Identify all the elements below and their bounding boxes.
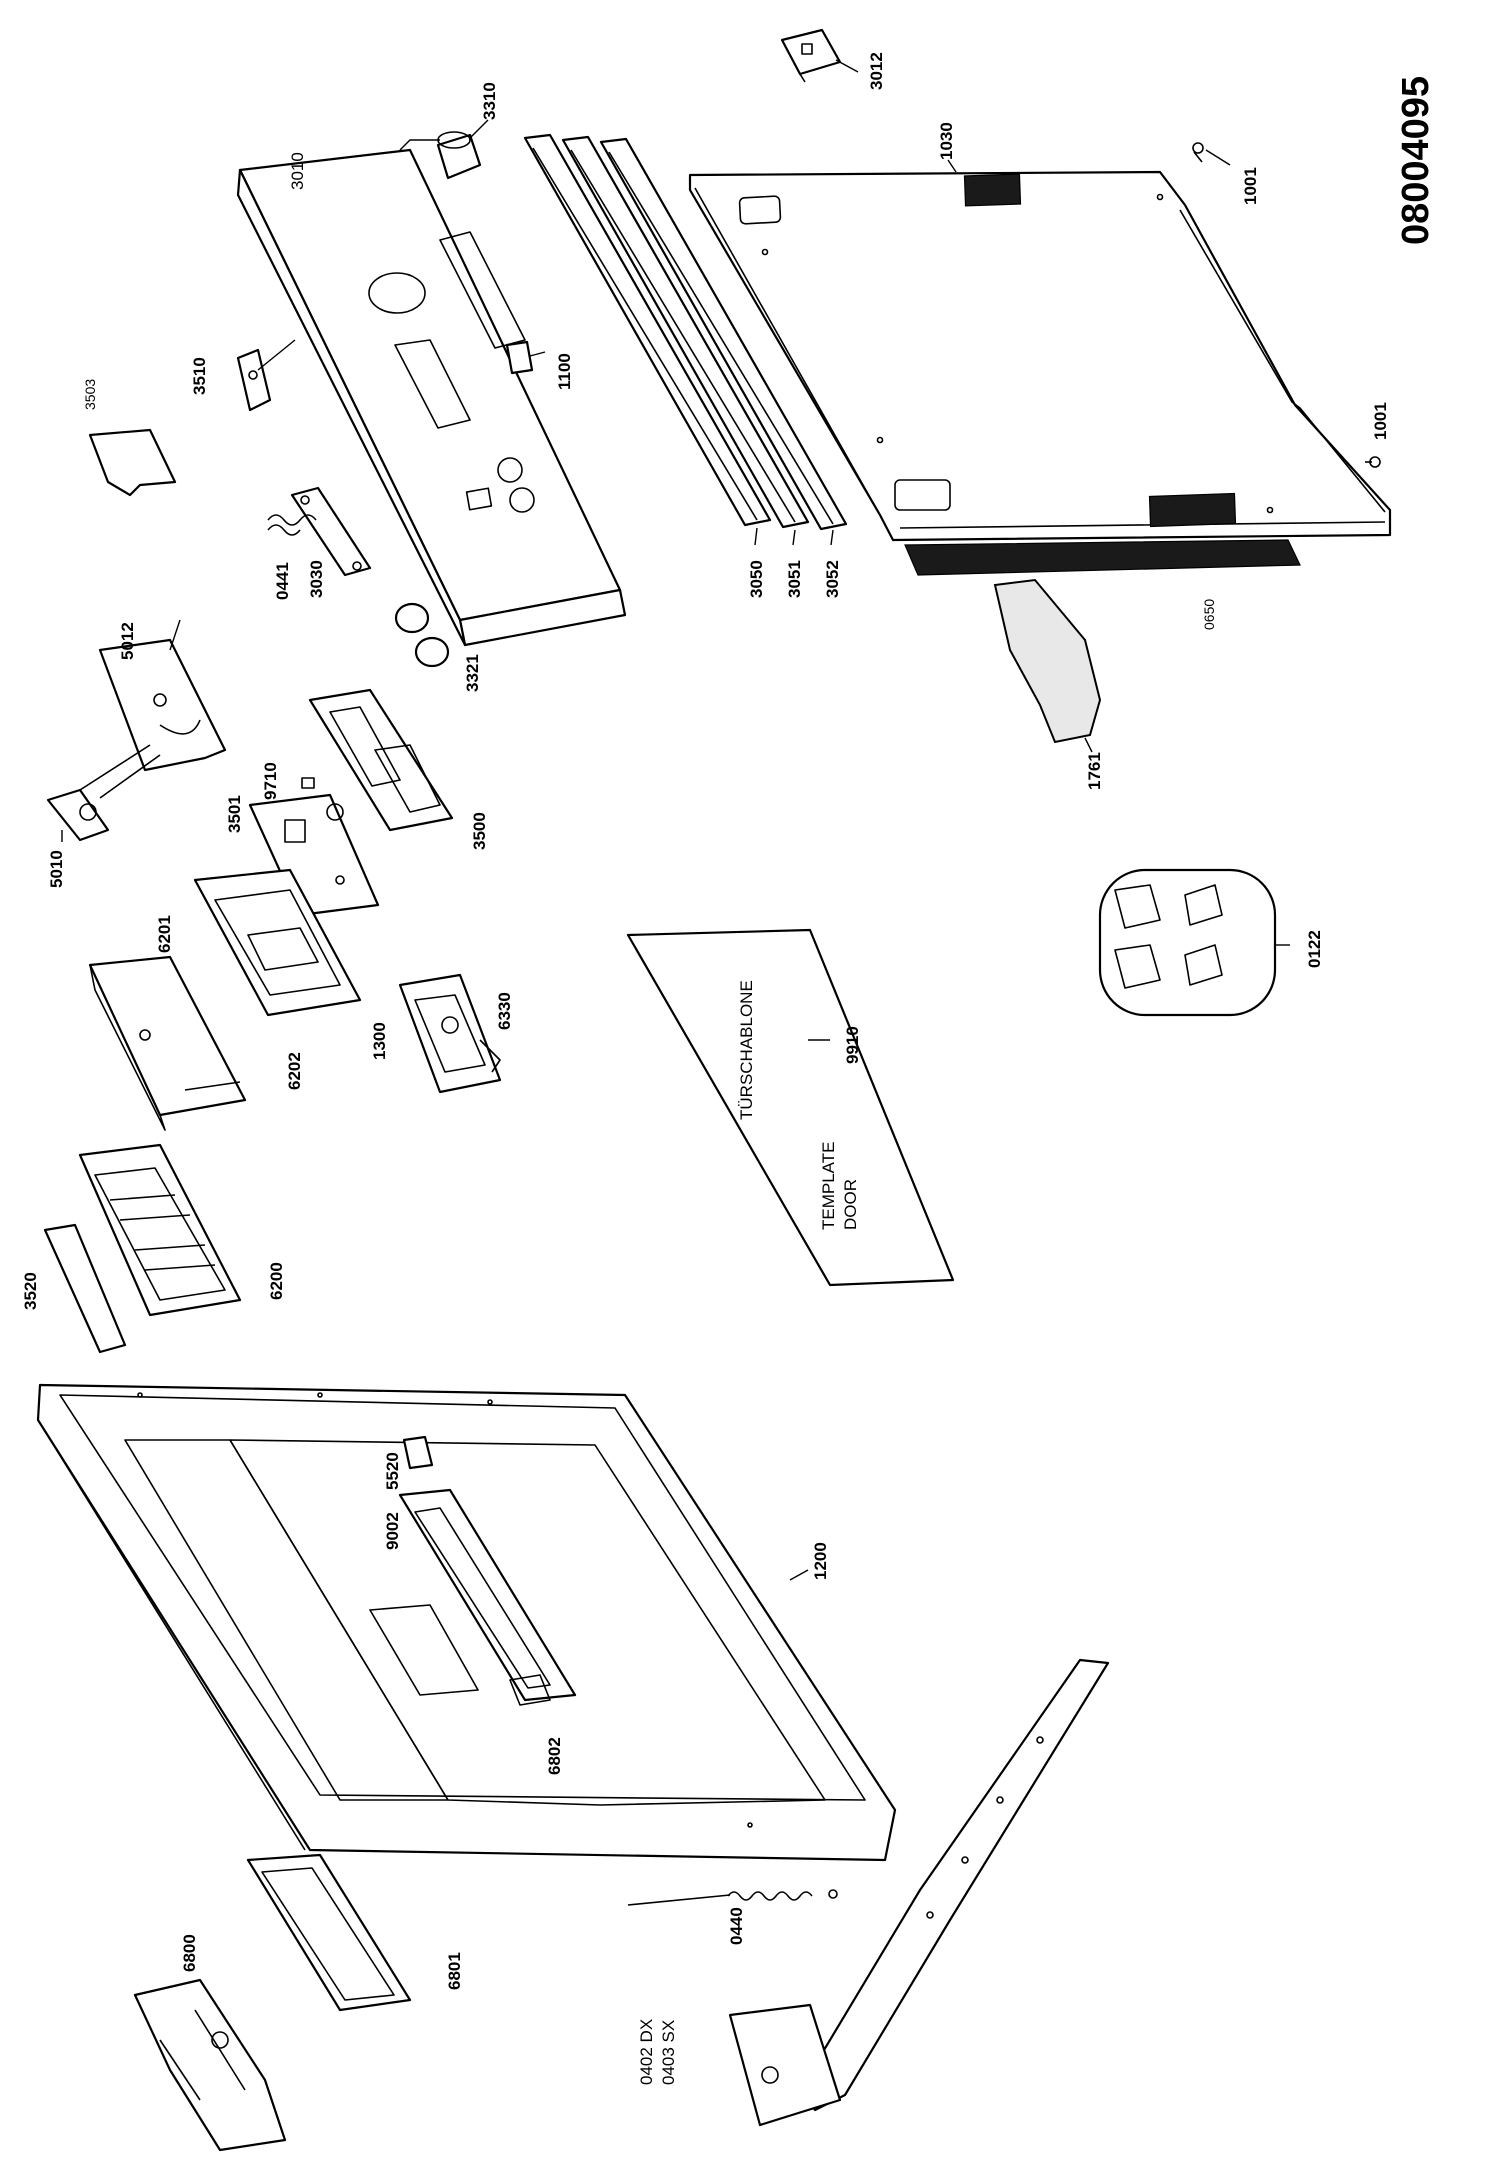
label-9002: 9002 (383, 1512, 402, 1550)
part-1300-dispenser (398, 973, 502, 1094)
part-3030-switch-board (290, 486, 372, 577)
label-6800: 6800 (180, 1934, 199, 1972)
part-3500-control-module (308, 688, 454, 832)
label-1300: 1300 (370, 1022, 389, 1060)
part-3310-knob (436, 131, 482, 180)
part-1100-display-window (505, 340, 534, 375)
label-1030: 1030 (937, 122, 956, 160)
label-1100: 1100 (555, 353, 574, 390)
part-3321-buttons (394, 602, 450, 668)
label-6801: 6801 (445, 1952, 464, 1990)
label-3052: 3052 (823, 560, 842, 598)
label-3321: 3321 (463, 654, 482, 692)
part-9910-door-template: TÜRSCHABLONE TEMPLATE DOOR (626, 928, 955, 1287)
part-1001-screw-top (1192, 142, 1204, 163)
label-3510: 3510 (190, 357, 209, 395)
part-3050-rail (523, 133, 772, 527)
label-3030: 3030 (307, 560, 326, 598)
label-3501: 3501 (225, 795, 244, 833)
part-3520-cover (43, 1223, 127, 1354)
part-1030-outer-panel (688, 170, 1392, 542)
part-0441-spring (267, 514, 317, 536)
label-0403: 0403 SX (659, 2020, 678, 2085)
label-3520: 3520 (21, 1272, 40, 1310)
label-0440: 0440 (727, 1907, 746, 1945)
part-3012-bracket (780, 28, 842, 83)
template-label-en-2: DOOR (841, 1179, 860, 1230)
part-6201-housing (193, 868, 362, 1017)
label-6201: 6201 (155, 915, 174, 953)
label-5012: 5012 (118, 622, 137, 660)
label-0650: 0650 (1201, 599, 1217, 630)
part-0122-hinge-kit (1098, 868, 1277, 1017)
part-6800-detergent-box (133, 1978, 287, 2152)
template-label-de: TÜRSCHABLONE (737, 980, 756, 1120)
label-0441: 0441 (273, 562, 292, 600)
label-1001-top: 1001 (1241, 167, 1260, 205)
part-3503-plate (88, 428, 177, 497)
label-1001-bottom: 1001 (1371, 402, 1390, 440)
part-1761-insulation (993, 578, 1102, 744)
part-5012-bracket (98, 638, 227, 772)
label-1200: 1200 (811, 1542, 830, 1580)
label-9910: 9910 (843, 1026, 862, 1064)
part-6200-electronic-board (78, 1143, 242, 1317)
label-0122: 0122 (1305, 930, 1324, 968)
label-5520: 5520 (383, 1452, 402, 1490)
part-9002-plate (398, 1488, 577, 1702)
part-3010-control-panel (236, 148, 627, 647)
label-3010: 3010 (288, 152, 307, 190)
part-3052-rail (599, 137, 848, 531)
part-9710-chip (301, 777, 315, 789)
part-0650-seal-strip (904, 539, 1301, 576)
part-1200-inner-door (36, 1383, 897, 1862)
part-3051-rail (561, 135, 810, 529)
part-5520-catch (402, 1435, 434, 1470)
part-1001-screw-bottom (1365, 456, 1381, 468)
label-3310: 3310 (480, 82, 499, 120)
label-5010: 5010 (47, 850, 66, 888)
label-3050: 3050 (747, 560, 766, 598)
label-6330: 6330 (495, 992, 514, 1030)
part-0440-spring (627, 1889, 838, 1906)
part-6801-gasket (246, 1853, 412, 2012)
part-6802-clip (509, 1674, 551, 1706)
part-6330-latch (479, 1039, 501, 1073)
label-3500: 3500 (470, 812, 489, 850)
label-6202: 6202 (285, 1052, 304, 1090)
label-1761: 1761 (1085, 752, 1104, 790)
part-6202-cover (88, 955, 247, 1131)
label-6802: 6802 (545, 1737, 564, 1775)
label-9710: 9710 (261, 762, 280, 800)
part-5010-lock (46, 744, 161, 842)
label-6200: 6200 (267, 1262, 286, 1300)
drawing-number: 08004095 (1395, 76, 1437, 245)
label-3051: 3051 (785, 560, 804, 598)
label-3012: 3012 (867, 52, 886, 90)
part-0402-0403-hinge (728, 1658, 1110, 2127)
label-0402: 0402 DX (637, 2019, 656, 2085)
label-3503: 3503 (82, 379, 98, 410)
template-label-en-1: TEMPLATE (819, 1142, 838, 1230)
part-3510-clip (236, 348, 272, 412)
